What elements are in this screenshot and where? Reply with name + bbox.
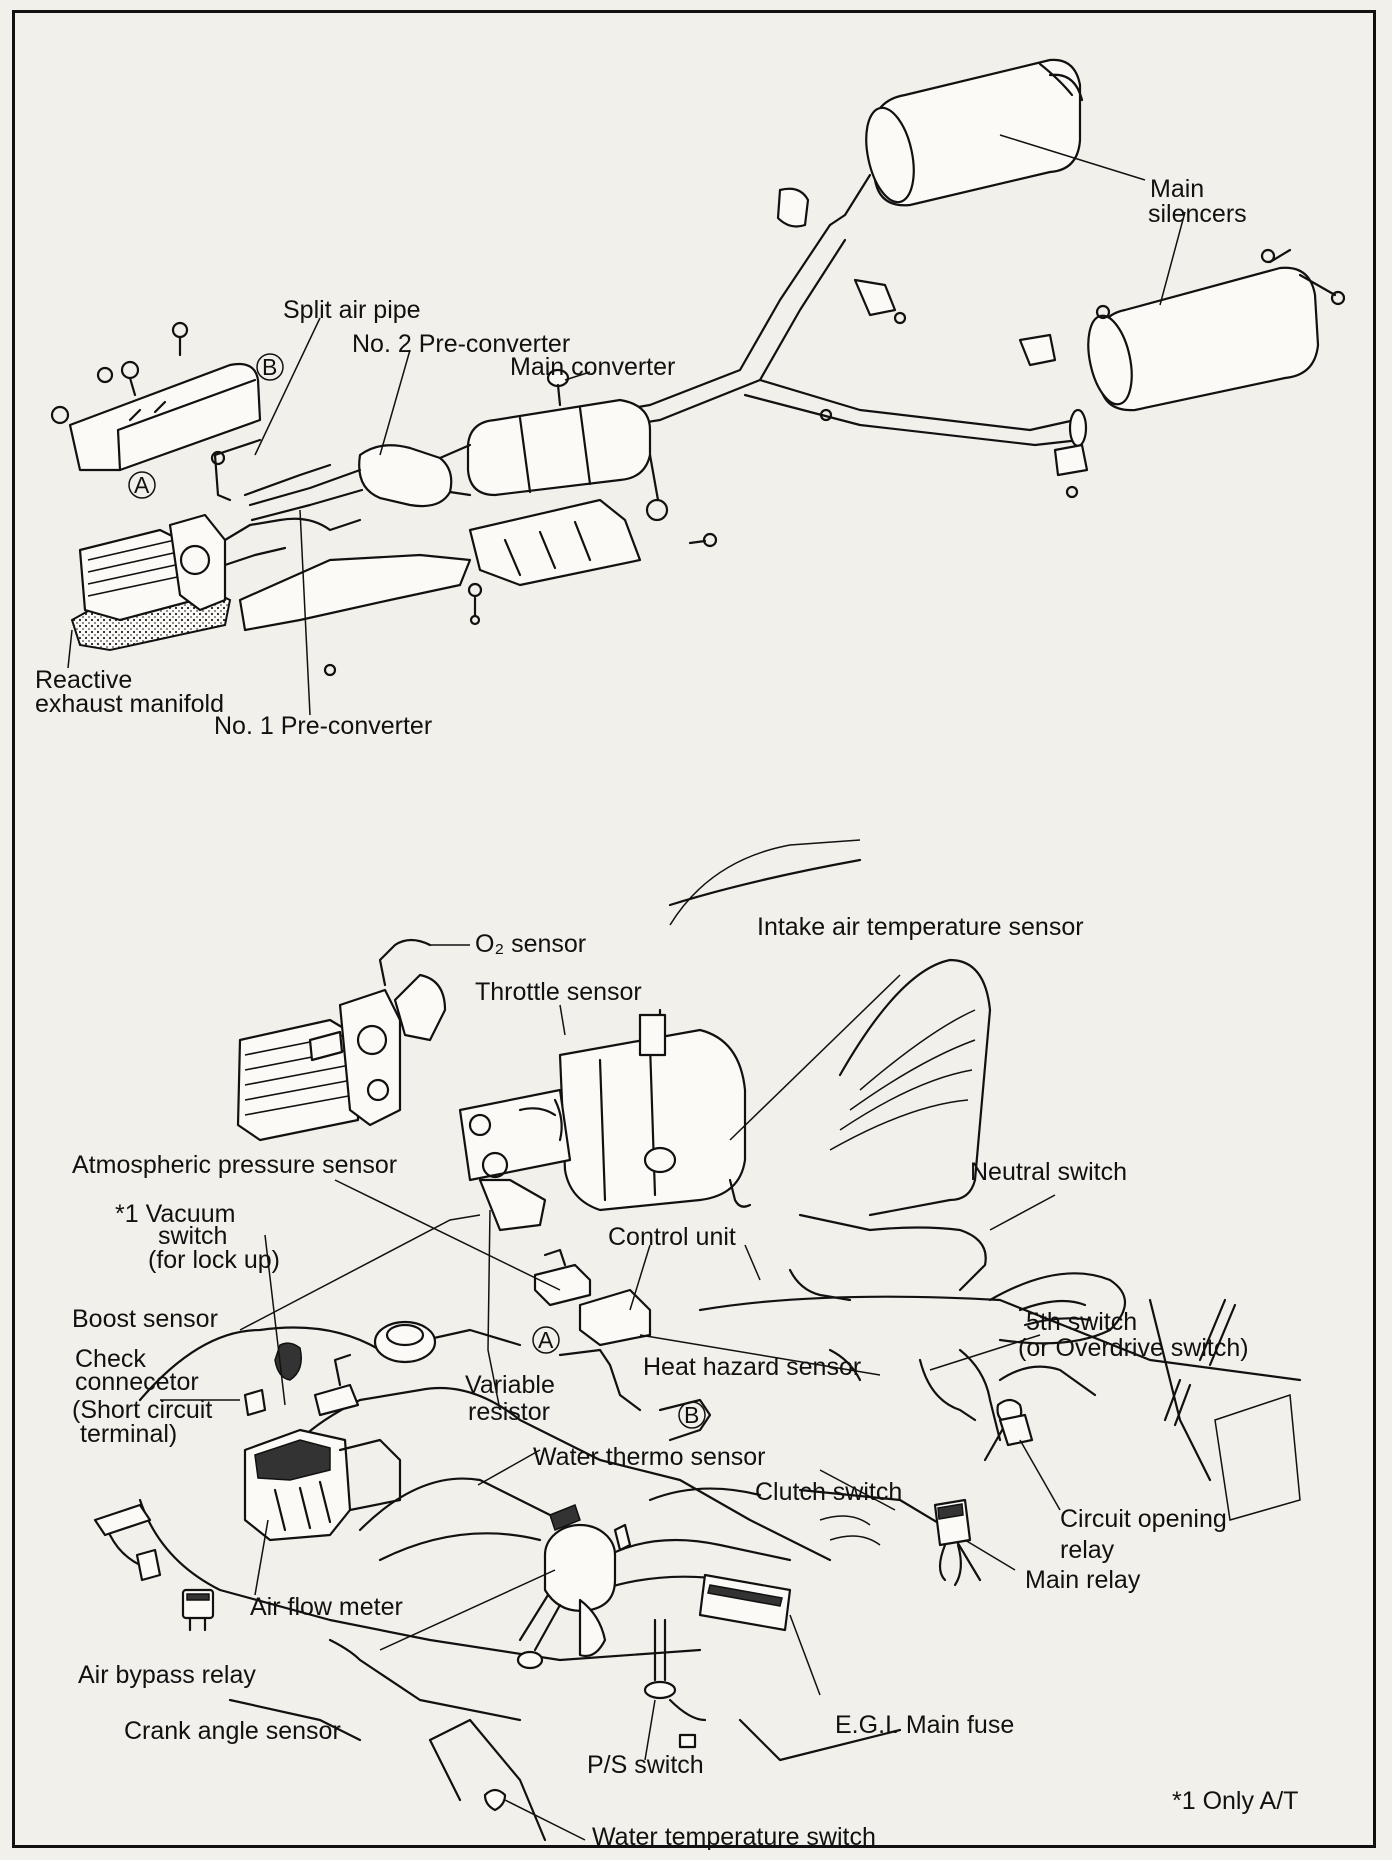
ref-a-circle-engine xyxy=(532,1326,560,1354)
seat-outline xyxy=(668,858,1302,1521)
egi-main-fuse-box xyxy=(698,1573,792,1632)
label-egi-main-fuse: E.G.I. Main fuse xyxy=(835,1711,1014,1739)
exhaust-system-drawing xyxy=(50,58,1346,677)
label-main-silencers-1: Main xyxy=(1150,175,1204,203)
label-reactive-1: Reactive xyxy=(35,666,132,694)
label-circuit-opening-relay-1: Circuit opening xyxy=(1060,1505,1227,1533)
label-air-bypass-relay: Air bypass relay xyxy=(78,1661,256,1689)
air-bypass-relay xyxy=(181,1588,215,1632)
label-check-connector-2: connecetor xyxy=(75,1368,199,1396)
split-air-pipe xyxy=(50,321,262,502)
label-circuit-opening-relay-2: relay xyxy=(1060,1536,1115,1564)
label-no2-pre-converter: No. 2 Pre-converter xyxy=(352,330,570,358)
main-relay-box xyxy=(933,1498,972,1587)
label-throttle-sensor: Throttle sensor xyxy=(475,978,642,1006)
label-water-temperature-switch: Water temperature switch xyxy=(592,1823,876,1851)
label-ref-b: B xyxy=(262,354,277,380)
label-o2-sensor: O₂ sensor xyxy=(475,930,586,958)
throttle-sensor-body xyxy=(638,1013,667,1057)
heat-shield xyxy=(238,498,718,677)
no2-pre-converter xyxy=(243,443,472,522)
main-silencer-lower xyxy=(1087,248,1346,412)
footnote: *1 Only A/T xyxy=(1172,1787,1298,1815)
label-ref-b-engine: B xyxy=(684,1402,699,1428)
main-converter xyxy=(466,368,669,522)
label-fifth-switch-2: (or Overdrive switch) xyxy=(1018,1334,1249,1362)
ref-a-circle xyxy=(128,471,156,499)
air-flow-meter xyxy=(243,1428,402,1542)
label-heat-hazard-sensor: Heat hazard sensor xyxy=(643,1353,861,1381)
label-check-connector-3: (Short circuit xyxy=(72,1396,212,1424)
label-neutral-switch: Neutral switch xyxy=(970,1158,1127,1186)
reactive-exhaust-manifold xyxy=(70,513,362,652)
page-frame xyxy=(12,10,1376,1848)
main-silencer-upper xyxy=(828,58,1084,227)
exhaust-labels: Main silencers Split air pipe No. 2 Pre-… xyxy=(35,175,1247,740)
label-variable-resistor-2: resistor xyxy=(468,1398,550,1426)
label-ref-a-engine: A xyxy=(538,1327,554,1353)
crank-angle-sensor xyxy=(516,1523,617,1670)
label-check-connector-4: terminal) xyxy=(80,1420,177,1448)
intake-assembly xyxy=(458,1008,752,1232)
transmission-tunnel xyxy=(298,1272,1126,1562)
label-variable-resistor-1: Variable xyxy=(465,1371,555,1399)
label-main-silencers-2: silencers xyxy=(1148,200,1247,228)
ref-b-circle-engine xyxy=(678,1401,706,1429)
label-atmospheric-pressure-sensor: Atmospheric pressure sensor xyxy=(72,1151,397,1179)
label-water-thermo-sensor: Water thermo sensor xyxy=(533,1443,765,1471)
exhaust-leaders xyxy=(67,134,1186,716)
label-vacuum-switch-3: (for lock up) xyxy=(148,1246,280,1274)
label-boost-sensor: Boost sensor xyxy=(72,1305,218,1333)
engine-compartment-drawing xyxy=(93,858,1302,1842)
label-no1-pre-converter: No. 1 Pre-converter xyxy=(214,712,432,740)
label-ref-a: A xyxy=(134,472,150,498)
label-intake-air-temp-sensor: Intake air temperature sensor xyxy=(757,913,1084,941)
label-vacuum-switch-2: switch xyxy=(158,1222,227,1250)
label-reactive-2: exhaust manifold xyxy=(35,690,224,718)
label-split-air-pipe: Split air pipe xyxy=(283,296,421,324)
label-main-converter: Main converter xyxy=(510,353,675,381)
label-main-relay: Main relay xyxy=(1025,1566,1141,1594)
left-connectors xyxy=(93,1342,360,1582)
label-ps-switch: P/S switch xyxy=(587,1751,704,1779)
engine-labels: O₂ sensor Intake air temperature sensor … xyxy=(72,913,1298,1851)
label-fifth-switch-1: 5th switch xyxy=(1026,1308,1137,1336)
label-check-connector-1: Check xyxy=(75,1345,146,1373)
ref-b-circle xyxy=(256,353,284,381)
label-air-flow-meter: Air flow meter xyxy=(250,1593,403,1621)
label-crank-angle-sensor: Crank angle sensor xyxy=(124,1717,341,1745)
o2-manifold xyxy=(236,938,447,1142)
label-clutch-switch: Clutch switch xyxy=(755,1478,902,1506)
label-control-unit: Control unit xyxy=(608,1223,736,1251)
label-vacuum-switch-1: *1 Vacuum xyxy=(115,1200,235,1228)
engine-leaders xyxy=(160,839,1061,1841)
